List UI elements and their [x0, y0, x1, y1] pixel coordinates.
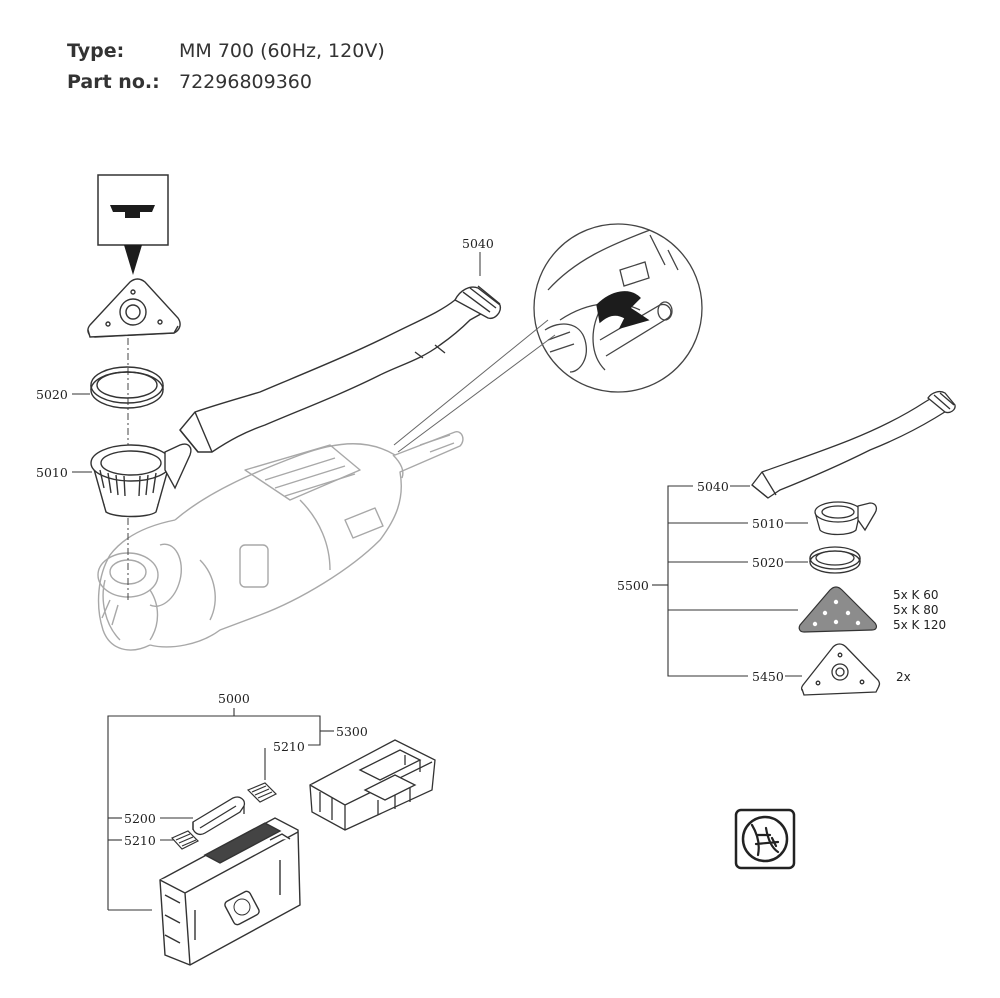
- pad-quantity: 2x: [896, 670, 911, 684]
- kit-bracket: [652, 485, 808, 677]
- header-part-row: Part no.: 72296809360: [67, 71, 312, 93]
- rotate-arrow-icon: [596, 291, 650, 330]
- extraction-hose-drawing: [179, 285, 502, 453]
- tool-case-drawing: [159, 817, 301, 966]
- clip-left-drawing: [170, 830, 200, 850]
- callout-hose-main: 5040: [462, 236, 494, 251]
- case-bracket: [107, 708, 334, 911]
- type-label: Type:: [67, 40, 125, 62]
- type-value: MM 700 (60Hz, 120V): [179, 40, 385, 62]
- callout-kit-hood: 5010: [752, 516, 784, 531]
- callout-hood-left: 5010: [36, 465, 68, 480]
- callout-ring-left: 5020: [36, 387, 68, 402]
- kit-sanding-sheet-drawing: [798, 586, 878, 633]
- inset-leader-line-1: [397, 334, 556, 453]
- clip-top-drawing: [246, 782, 278, 803]
- sheet-grit-60: 5x K 60: [893, 588, 939, 602]
- case-insert-drawing: [309, 739, 436, 831]
- inset-leader-line-2: [393, 319, 549, 446]
- pad-symbol-box: [97, 174, 169, 275]
- kit-hose-drawing: [751, 391, 956, 499]
- callout-handle: 5200: [124, 811, 156, 826]
- callout-clip-top: 5210: [273, 739, 305, 754]
- extraction-hood-drawing: [90, 443, 192, 518]
- callout-kit-hose: 5040: [697, 479, 729, 494]
- kit-pad-drawing: [800, 643, 881, 696]
- callout-kit-pad: 5450: [752, 669, 784, 684]
- oscillating-tool-drawing: [97, 431, 464, 651]
- callout-insert: 5300: [336, 724, 368, 739]
- kit-ring-drawing: [809, 546, 861, 574]
- callout-kit-set: 5500: [617, 578, 649, 593]
- part-value: 72296809360: [179, 71, 312, 93]
- detail-inset: [533, 223, 703, 393]
- callout-case-set: 5000: [218, 691, 250, 706]
- callout-clip-left: 5210: [124, 833, 156, 848]
- case-handle-drawing: [192, 796, 246, 836]
- fein-logo: [734, 808, 796, 870]
- sanding-pad-drawing: [87, 278, 181, 338]
- sheet-grit-80: 5x K 80: [893, 603, 939, 617]
- header-type-row: Type: MM 700 (60Hz, 120V): [67, 40, 385, 62]
- kit-hood-drawing: [814, 501, 877, 536]
- part-label: Part no.:: [67, 71, 160, 93]
- seal-ring-drawing: [90, 366, 164, 409]
- sheet-grit-120: 5x K 120: [893, 618, 946, 632]
- callout-kit-ring: 5020: [752, 555, 784, 570]
